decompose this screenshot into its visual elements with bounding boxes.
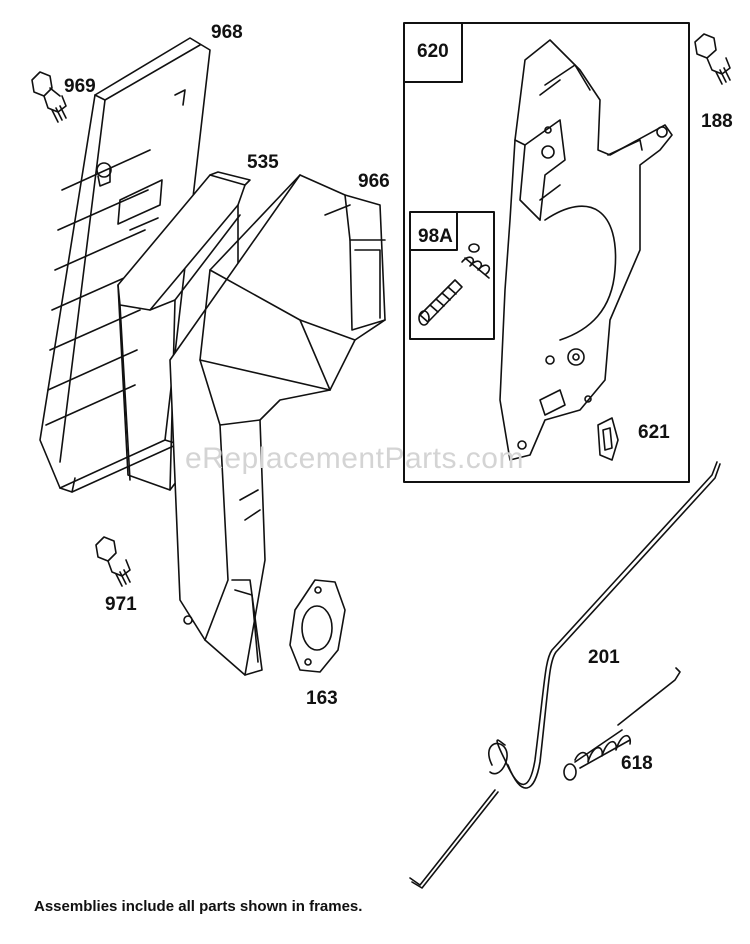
footnote: Assemblies include all parts shown in fr… [34, 898, 363, 915]
screw-and-spring-98a [418, 243, 491, 326]
governor-control-bracket-620 [499, 39, 673, 461]
air-cleaner-cover-968 [39, 37, 211, 493]
frame-620-box [403, 22, 690, 483]
part-label-188: 188 [701, 111, 733, 132]
frame-98a-tab [409, 211, 458, 251]
screw-188 [694, 33, 731, 85]
part-label-163: 163 [306, 688, 338, 709]
governor-link-201 [409, 461, 721, 889]
frame-98a-title: 98A [418, 226, 453, 247]
frame-620-tab [403, 22, 463, 83]
watermark: eReplacementParts.com [185, 442, 524, 475]
part-label-969: 969 [64, 76, 96, 97]
clip-621 [597, 417, 619, 461]
part-label-968: 968 [211, 22, 243, 43]
screw-969 [31, 71, 67, 123]
part-label-966: 966 [358, 171, 390, 192]
gasket-163 [289, 579, 346, 673]
part-label-201: 201 [588, 647, 620, 668]
screw-971 [95, 536, 131, 587]
part-label-535: 535 [247, 152, 279, 173]
part-label-618: 618 [621, 753, 653, 774]
part-label-621: 621 [638, 422, 670, 443]
frame-620-title: 620 [417, 41, 449, 62]
part-label-971: 971 [105, 594, 137, 615]
governor-spring-618 [563, 667, 681, 781]
air-cleaner-base-966 [169, 174, 386, 676]
